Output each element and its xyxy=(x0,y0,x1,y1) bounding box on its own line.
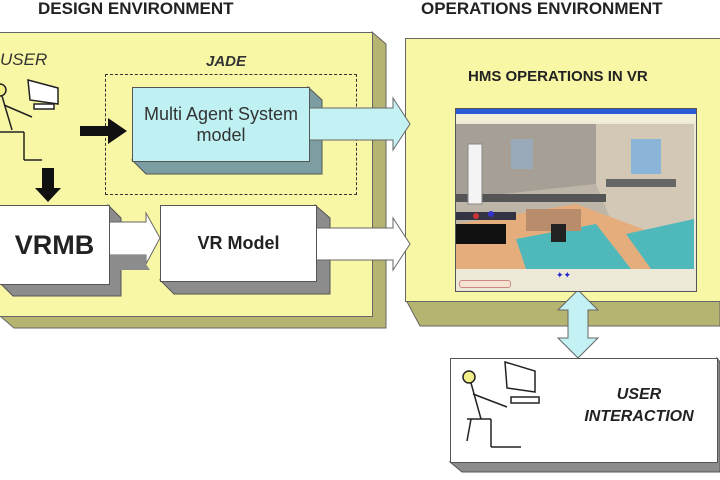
operations-environment-title: OPERATIONS ENVIRONMENT xyxy=(421,0,663,18)
user-interaction-line1: USER xyxy=(616,386,662,403)
window-titlebar xyxy=(456,109,696,114)
jade-label: JADE xyxy=(206,53,247,70)
double-arrow-operations-user xyxy=(556,289,600,359)
hms-operations-title: HMS OPERATIONS IN VR xyxy=(468,68,648,85)
vr-model-box: VR Model xyxy=(160,205,317,282)
user-at-computer-icon xyxy=(462,360,540,448)
navigation-controls-icon: ✦✦ xyxy=(556,270,572,280)
vrmb-box: VRMB xyxy=(0,205,110,285)
vr-application-screenshot: ✦✦ xyxy=(455,108,697,292)
user-interaction-label: USER INTERACTION xyxy=(569,384,709,428)
user-interaction-line2: INTERACTION xyxy=(584,408,694,425)
vr-model-label: VR Model xyxy=(197,233,280,253)
vr-lab-scene xyxy=(456,124,694,269)
status-bar-field xyxy=(459,280,511,288)
design-environment-title: DESIGN ENVIRONMENT xyxy=(38,0,234,18)
user-interaction-box: USER INTERACTION xyxy=(450,358,718,463)
window-menubar xyxy=(456,114,696,122)
user-label: USER xyxy=(0,50,48,69)
computer-icon xyxy=(27,78,59,110)
arrow-user-to-vrmb xyxy=(35,168,61,202)
arrow-vrmodel-to-operations xyxy=(314,216,411,272)
arrow-user-to-mas xyxy=(80,118,127,144)
vrmb-label: VRMB xyxy=(14,229,95,260)
multi-agent-system-model-box: Multi Agent System model xyxy=(132,87,310,162)
user-figure-icon xyxy=(0,83,42,161)
mas-label: Multi Agent System model xyxy=(143,103,299,145)
arrow-mas-to-operations xyxy=(307,96,411,152)
